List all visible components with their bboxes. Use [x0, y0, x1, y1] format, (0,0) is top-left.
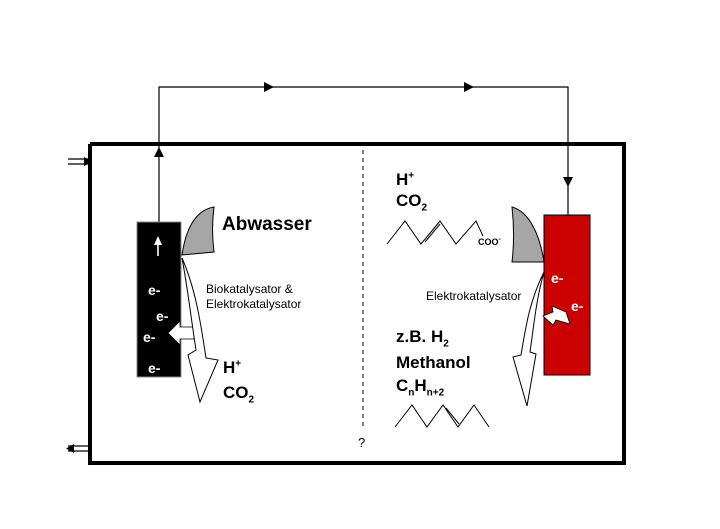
carboxylate-label: COO-: [478, 236, 501, 247]
left-catalyst-crescent: [181, 206, 215, 256]
anode-electron-1: e-: [148, 282, 161, 298]
left-conversion-arrow: [181, 257, 219, 404]
left-product-co2: CO2: [223, 383, 255, 406]
cathode-electron-arrow: [542, 305, 571, 326]
inflow-arrow: [68, 157, 92, 166]
left-product-proton: H+: [223, 358, 242, 377]
alkane-chain: [394, 404, 490, 428]
right-input-proton: H+: [396, 170, 415, 189]
cathode-electron-1: e-: [551, 270, 564, 286]
anode-electron-arrow: [167, 320, 195, 346]
circuit-arrow-right-2: [464, 82, 474, 92]
cathode-electron-2: e-: [571, 298, 584, 314]
fatty-acid-double-bond: [424, 223, 441, 243]
electrocatalyst-label: Elektrokatalysator: [426, 289, 522, 303]
cell-wall: [88, 142, 626, 465]
separator-question-mark: ?: [358, 435, 366, 450]
biocatalyst-label-line1: Biokatalysator &: [206, 282, 293, 296]
cathode-electrode: [543, 214, 591, 376]
product-hydrogen: z.B. H2: [396, 327, 449, 350]
anode-electron-2: e-: [156, 308, 169, 324]
fatty-acid-chain: [386, 220, 484, 245]
right-input-co2: CO2: [396, 191, 428, 214]
circuit-arrow-right-1: [264, 82, 274, 92]
wastewater-label: Abwasser: [222, 214, 312, 235]
circuit-arrow-down: [563, 177, 573, 187]
right-catalyst-crescent: [511, 206, 545, 263]
right-conversion-arrow: [512, 271, 545, 407]
biocatalyst-label-line2: Elektrokatalysator: [206, 297, 302, 311]
anode-electron-3: e-: [143, 329, 156, 345]
product-methanol: Methanol: [396, 353, 471, 372]
anode-electron-4: e-: [148, 360, 161, 376]
anode-up-arrow: [154, 236, 162, 256]
alkane-double-bond: [445, 407, 460, 425]
anode-electrode: [136, 221, 182, 378]
circuit-arrow-up: [154, 147, 164, 157]
outflow-arrow: [66, 444, 90, 453]
product-alkane-formula: CnHn+2: [396, 376, 445, 399]
